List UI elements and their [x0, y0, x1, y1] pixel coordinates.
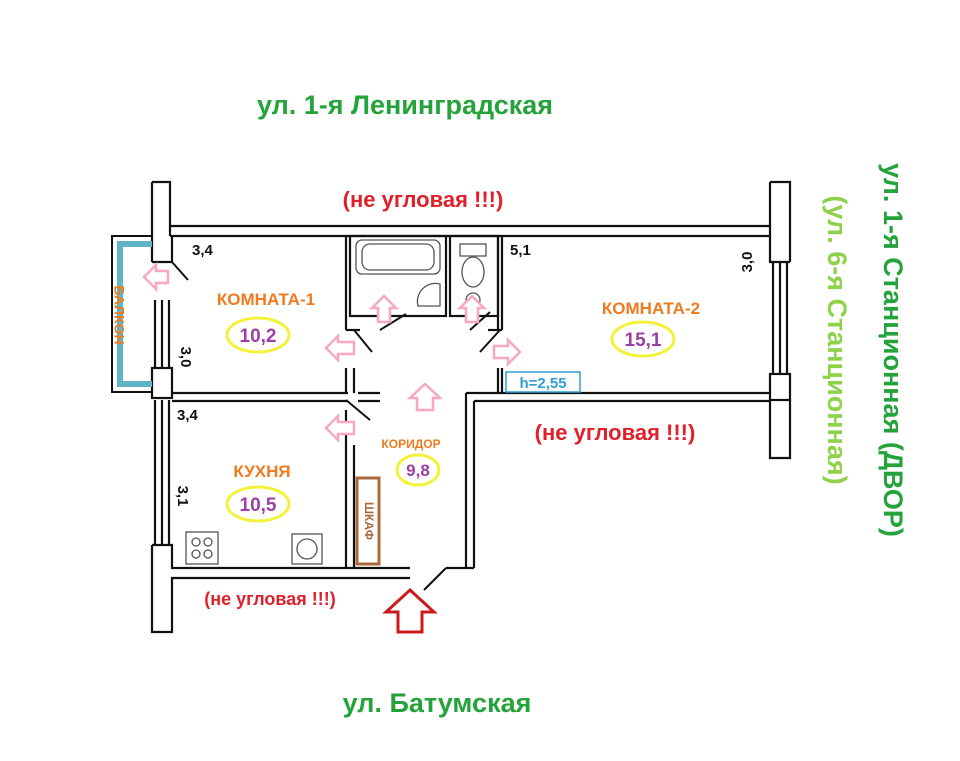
dim-room1-depth: 3,0 — [177, 347, 194, 368]
dim-kitchen-depth: 3,1 — [174, 486, 191, 507]
room2-area-badge: 15,1 — [610, 320, 676, 358]
dim-room2-width: 5,1 — [510, 242, 531, 259]
door-swings — [171, 261, 501, 591]
dim-room2-depth: 3,0 — [739, 252, 756, 273]
entrance-arrow-icon — [382, 587, 438, 634]
street-right: ул. 1-я Станционная (ДВОР) — [878, 163, 908, 537]
corridor-area-badge: 9,8 — [395, 453, 441, 487]
ceiling-height: h=2,55 — [519, 375, 566, 392]
balcony-label: БАЛКОН — [111, 285, 127, 344]
corridor-name: КОРИДОР — [381, 437, 440, 451]
street-bottom: ул. Батумская — [343, 688, 532, 718]
ceiling-height-badge: h=2,55 — [505, 371, 581, 393]
warning-bottom: (не угловая !!!) — [204, 589, 335, 609]
bathtub-icon — [355, 239, 441, 275]
room2-area: 15,1 — [625, 330, 662, 351]
kitchen-sink-icon — [291, 533, 323, 565]
room2-name: КОМНАТА-2 — [602, 299, 700, 318]
kitchen-name: КУХНЯ — [233, 462, 290, 481]
warning-top: (не угловая !!!) — [343, 187, 504, 212]
warning-middle: (не угловая !!!) — [535, 420, 696, 445]
room1-area: 10,2 — [240, 326, 277, 347]
stove-icon — [185, 531, 219, 565]
dim-kitchen-width: 3,4 — [177, 407, 199, 424]
room1-name: КОМНАТА-1 — [217, 290, 315, 309]
dim-room1-width: 3,4 — [192, 242, 214, 259]
door-arrow-icon — [142, 261, 522, 444]
street-right-alt: (ул. 6-я Станционная) — [822, 195, 852, 484]
street-top: ул. 1-я Ленинградская — [257, 90, 553, 120]
closet-label: ШКАФ — [362, 502, 376, 540]
sink-icon — [416, 282, 441, 307]
kitchen-area: 10,5 — [240, 495, 277, 516]
walls — [111, 180, 792, 634]
kitchen-area-badge: 10,5 — [225, 485, 291, 523]
closet: ШКАФ — [355, 476, 381, 566]
corridor-area: 9,8 — [406, 461, 430, 480]
room1-area-badge: 10,2 — [225, 316, 291, 354]
